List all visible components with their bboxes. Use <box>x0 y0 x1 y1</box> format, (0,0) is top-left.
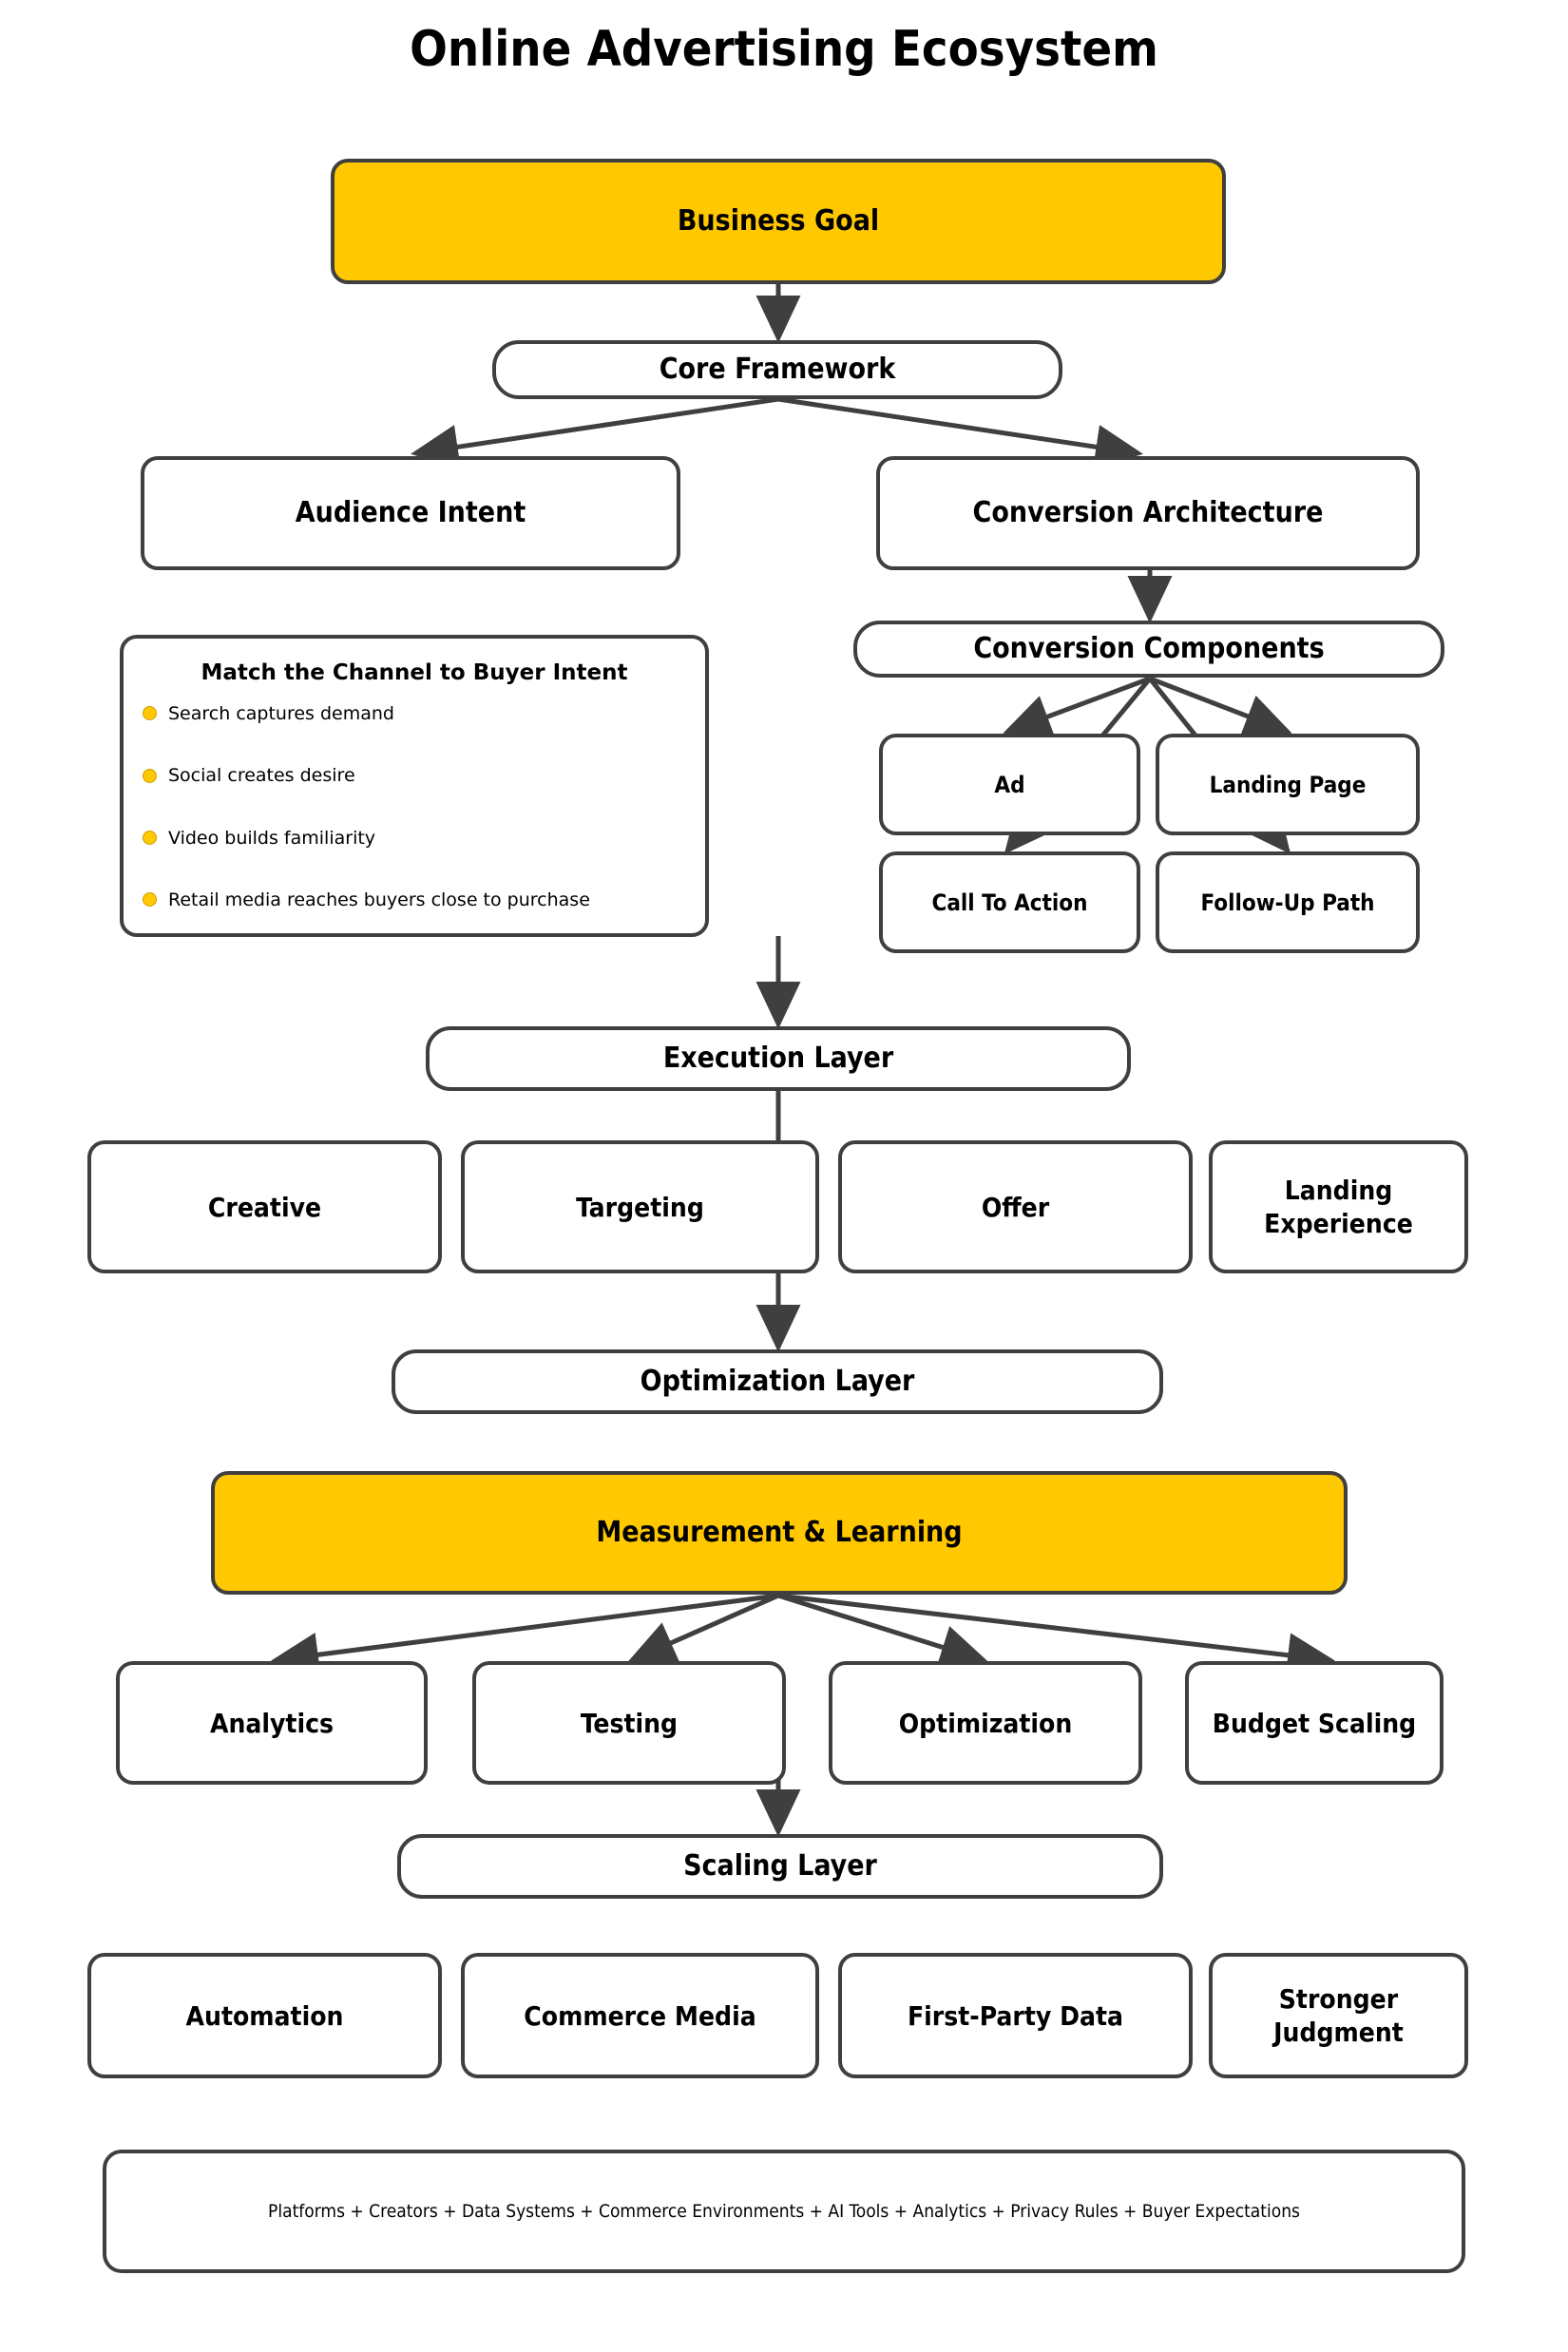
node-measurement-learning[interactable]: Measurement & Learning <box>211 1471 1348 1595</box>
node-scaling-automation[interactable]: Automation <box>87 1953 442 2078</box>
node-business-goal[interactable]: Business Goal <box>331 159 1226 284</box>
node-execution-offer[interactable]: Offer <box>838 1140 1193 1273</box>
list-item: Social creates desire <box>143 765 692 786</box>
list-item-label: Search captures demand <box>168 702 394 724</box>
edge-measurement-to-optimization <box>777 1593 988 1669</box>
node-conversion-architecture[interactable]: Conversion Architecture <box>876 456 1420 570</box>
node-execution-targeting[interactable]: Targeting <box>461 1140 819 1273</box>
edge-measurement-to-testing <box>627 1593 780 1664</box>
list-item-label: Social creates desire <box>168 765 355 787</box>
edge-components-to-landing <box>1149 676 1292 737</box>
list-item: Video builds familiarity <box>143 828 692 849</box>
node-execution-landing-experience[interactable]: Landing Experience <box>1209 1140 1468 1273</box>
edge-framework-to-conversion <box>777 396 1143 469</box>
node-measurement-budget-scaling[interactable]: Budget Scaling <box>1185 1661 1444 1785</box>
card-match-channel: Match the Channel to Buyer Intent Search… <box>120 635 709 937</box>
bullet-icon <box>143 892 157 908</box>
node-measurement-optimization[interactable]: Optimization <box>829 1661 1142 1785</box>
bullet-icon <box>143 768 157 783</box>
node-scaling-layer[interactable]: Scaling Layer <box>397 1834 1163 1899</box>
edge-measurement-to-budget <box>777 1593 1335 1678</box>
node-core-framework[interactable]: Core Framework <box>492 340 1062 399</box>
node-conversion-components[interactable]: Conversion Components <box>853 621 1444 678</box>
node-execution-layer[interactable]: Execution Layer <box>426 1026 1131 1091</box>
node-execution-creative[interactable]: Creative <box>87 1140 442 1273</box>
bullet-icon <box>143 706 157 721</box>
node-landing-page[interactable]: Landing Page <box>1156 734 1420 835</box>
edge-measurement-to-analytics <box>271 1593 779 1677</box>
page-title: Online Advertising Ecosystem <box>410 21 1158 78</box>
node-measurement-testing[interactable]: Testing <box>472 1661 786 1785</box>
edge-framework-to-audience <box>411 396 779 469</box>
node-optimization-layer[interactable]: Optimization Layer <box>392 1349 1163 1414</box>
node-ad[interactable]: Ad <box>879 734 1140 835</box>
node-scaling-first-party-data[interactable]: First-Party Data <box>838 1953 1193 2078</box>
card-match-channel-list: Search captures demand Social creates de… <box>137 703 692 924</box>
list-item: Search captures demand <box>143 703 692 724</box>
card-match-channel-title: Match the Channel to Buyer Intent <box>201 660 628 685</box>
list-item-label: Video builds familiarity <box>168 827 376 849</box>
node-follow-up-path[interactable]: Follow-Up Path <box>1156 851 1420 953</box>
node-audience-intent[interactable]: Audience Intent <box>141 456 680 570</box>
node-scaling-stronger-judgment[interactable]: Stronger Judgment <box>1209 1953 1468 2078</box>
edge-components-to-ad <box>1003 676 1151 738</box>
footer-note: Platforms + Creators + Data Systems + Co… <box>103 2150 1465 2273</box>
node-scaling-commerce-media[interactable]: Commerce Media <box>461 1953 819 2078</box>
node-measurement-analytics[interactable]: Analytics <box>116 1661 428 1785</box>
node-call-to-action[interactable]: Call To Action <box>879 851 1140 953</box>
bullet-icon <box>143 831 157 846</box>
list-item-label: Retail media reaches buyers close to pur… <box>168 889 590 910</box>
list-item: Retail media reaches buyers close to pur… <box>143 889 692 910</box>
